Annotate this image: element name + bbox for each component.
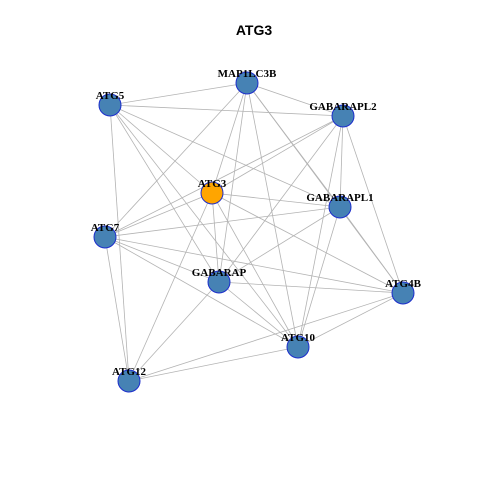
node-map1lc3b[interactable]: MAP1LC3B [218,68,277,95]
node-atg4b[interactable]: ATG4B [385,278,422,305]
node-label-atg12: ATG12 [112,366,147,378]
node-circle-gabarap[interactable] [207,270,231,294]
node-circle-gabarapl1[interactable] [328,195,352,219]
node-atg3[interactable]: ATG3 [198,178,227,205]
edge-gabarapl2-atg4b [342,115,404,294]
node-label-gabarapl2: GABARAPL2 [309,101,377,113]
node-circle-atg12[interactable] [117,369,141,393]
edge-gabarap-atg4b [218,281,404,294]
node-circle-map1lc3b[interactable] [235,71,259,95]
node-label-atg3: ATG3 [198,178,227,190]
edge-atg3-atg10 [211,192,299,348]
node-gabarap[interactable]: GABARAP [192,267,247,294]
node-label-gabarapl1: GABARAPL1 [306,192,373,204]
edge-gabarapl2-atg10 [297,115,344,348]
edge-gabarapl2-atg3 [211,115,344,194]
edge-atg3-gabarap [211,192,220,283]
edge-gabarap-atg10 [218,281,299,348]
node-atg5[interactable]: ATG5 [96,90,125,117]
edge-map1lc3b-atg10 [246,82,299,348]
edge-gabarapl2-gabarapl1 [339,115,344,208]
edge-atg7-gabarap [104,236,220,283]
node-label-gabarap: GABARAP [192,267,247,279]
edge-gabarap-atg12 [128,281,220,382]
edge-atg3-gabarapl1 [211,192,341,208]
node-circle-atg10[interactable] [286,335,310,359]
node-label-atg5: ATG5 [96,90,125,102]
edge-atg10-atg4b [297,292,404,348]
edge-atg5-atg3 [109,104,213,194]
edge-gabarapl1-atg7 [104,206,341,238]
edge-gabarapl2-atg7 [104,115,344,238]
edge-map1lc3b-gabarapl2 [246,82,344,117]
edge-atg5-gabarap [109,104,220,283]
node-gabarapl1[interactable]: GABARAPL1 [306,192,374,219]
node-circle-atg5[interactable] [98,93,122,117]
edge-atg3-atg4b [211,192,404,294]
edge-map1lc3b-atg7 [104,82,248,238]
edge-atg7-atg10 [104,236,299,348]
node-circle-atg4b[interactable] [391,281,415,305]
graph-title: ATG3 [236,22,273,38]
edge-atg5-gabarapl2 [109,104,344,117]
node-circle-gabarapl2[interactable] [331,104,355,128]
edge-atg3-atg12 [128,192,213,382]
nodes-layer: MAP1LC3B ATG5GABARAPL2ATG3GABARAPL1ATG7GA… [91,68,422,393]
node-label-atg10: ATG10 [281,332,316,344]
node-atg12[interactable]: ATG12 [112,366,147,393]
edge-atg5-map1lc3b [109,82,248,106]
node-label-atg4b: ATG4B [385,278,422,290]
edge-atg10-atg12 [128,346,299,382]
node-circle-atg3[interactable] [200,181,224,205]
edge-map1lc3b-gabarap [218,82,248,283]
edge-atg5-atg10 [109,104,299,348]
node-circle-atg7[interactable] [93,225,117,249]
edge-atg3-atg7 [104,192,213,238]
edges-layer [104,82,404,382]
edge-gabarapl2-gabarap [218,115,344,283]
node-atg10[interactable]: ATG10 [281,332,316,359]
edge-atg5-gabarapl1 [109,104,341,208]
edge-atg12-atg4b [128,292,404,382]
edge-map1lc3b-atg3 [211,82,248,194]
edge-gabarapl1-atg4b [339,206,404,294]
edge-atg7-atg4b [104,236,404,294]
node-label-atg7: ATG7 [91,222,120,234]
edge-gabarapl1-gabarap [218,206,341,283]
node-atg7[interactable]: ATG7 [91,222,120,249]
edge-atg7-atg12 [104,236,130,382]
node-gabarapl2[interactable]: GABARAPL2 [309,101,377,128]
node-label-map1lc3b: MAP1LC3B [218,68,277,80]
